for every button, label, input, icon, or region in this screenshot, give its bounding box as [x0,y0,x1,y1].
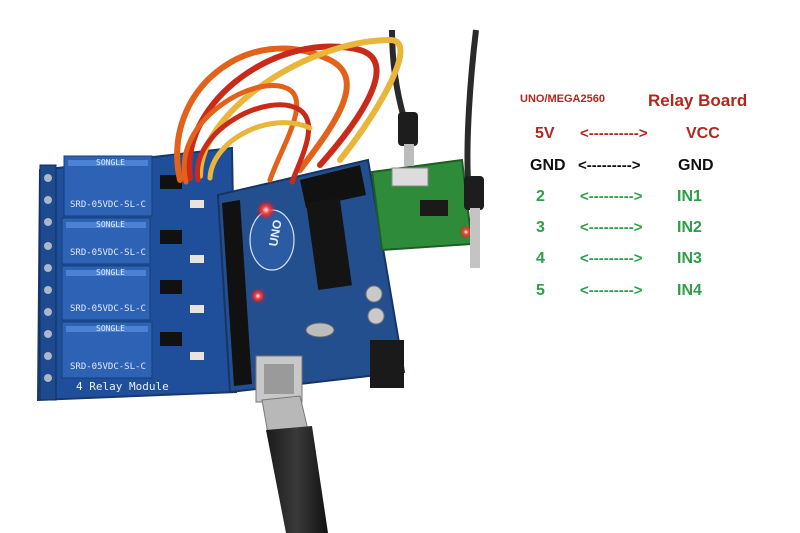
relay-part-number-1: SRD-05VDC-SL-C [70,200,146,210]
pin-headers [222,165,366,386]
screw-terminals [39,164,57,401]
relay-part-number-2: SRD-05VDC-SL-C [70,248,146,258]
jumper-wires [174,36,404,185]
optocouplers [160,175,204,360]
header-relay-board-label: Relay Board [648,91,748,110]
relay-part-number-3: SRD-05VDC-SL-C [70,304,146,314]
relay-2 [61,217,151,265]
relay-3 [61,265,151,321]
row-5v-left: 5V [535,125,555,142]
row-in2-right: IN2 [677,219,702,236]
row-in4-right: IN4 [677,282,702,299]
arduino-uno-board [216,158,406,403]
relay-brand-4: SONGLE [96,324,125,333]
usb-cable [261,395,328,533]
status-led [250,288,266,304]
row-in4-arrow: <---------> [580,282,643,299]
row-5v-arrow: <----------> [580,125,648,142]
dc-jack [370,340,404,388]
relay-part-number-4: SRD-05VDC-SL-C [70,362,146,372]
relay-4 [61,321,153,379]
mp3-module [370,158,474,252]
row-gnd-arrow: <---------> [578,157,641,174]
relay-module-board [36,146,238,402]
power-led [256,200,276,220]
row-in3-right: IN3 [677,250,702,267]
row-gnd-right: GND [678,157,714,174]
row-in1-left: 2 [536,188,545,205]
relay-module-label: 4 Relay Module [76,380,169,393]
capacitors [365,285,385,325]
relay-brand-3: SONGLE [96,268,125,277]
relay-brand-2: SONGLE [96,220,125,229]
row-in2-left: 3 [536,219,545,236]
row-in3-left: 4 [536,250,545,267]
row-in3-arrow: <---------> [580,250,643,267]
row-5v-right: VCC [686,125,720,142]
row-in2-arrow: <---------> [580,219,643,236]
header-uno-label: UNO/MEGA2560 [520,93,605,105]
row-in4-left: 5 [536,282,545,299]
relay-brand-1: SONGLE [96,158,125,167]
crystal [305,322,335,338]
mp3-led [459,225,473,239]
row-gnd-left: GND [530,157,566,174]
usb-port [255,355,303,403]
row-in1-right: IN1 [677,188,702,205]
row-in1-arrow: <---------> [580,188,643,205]
relay-1 [63,155,153,217]
atmega-chip [306,198,352,290]
